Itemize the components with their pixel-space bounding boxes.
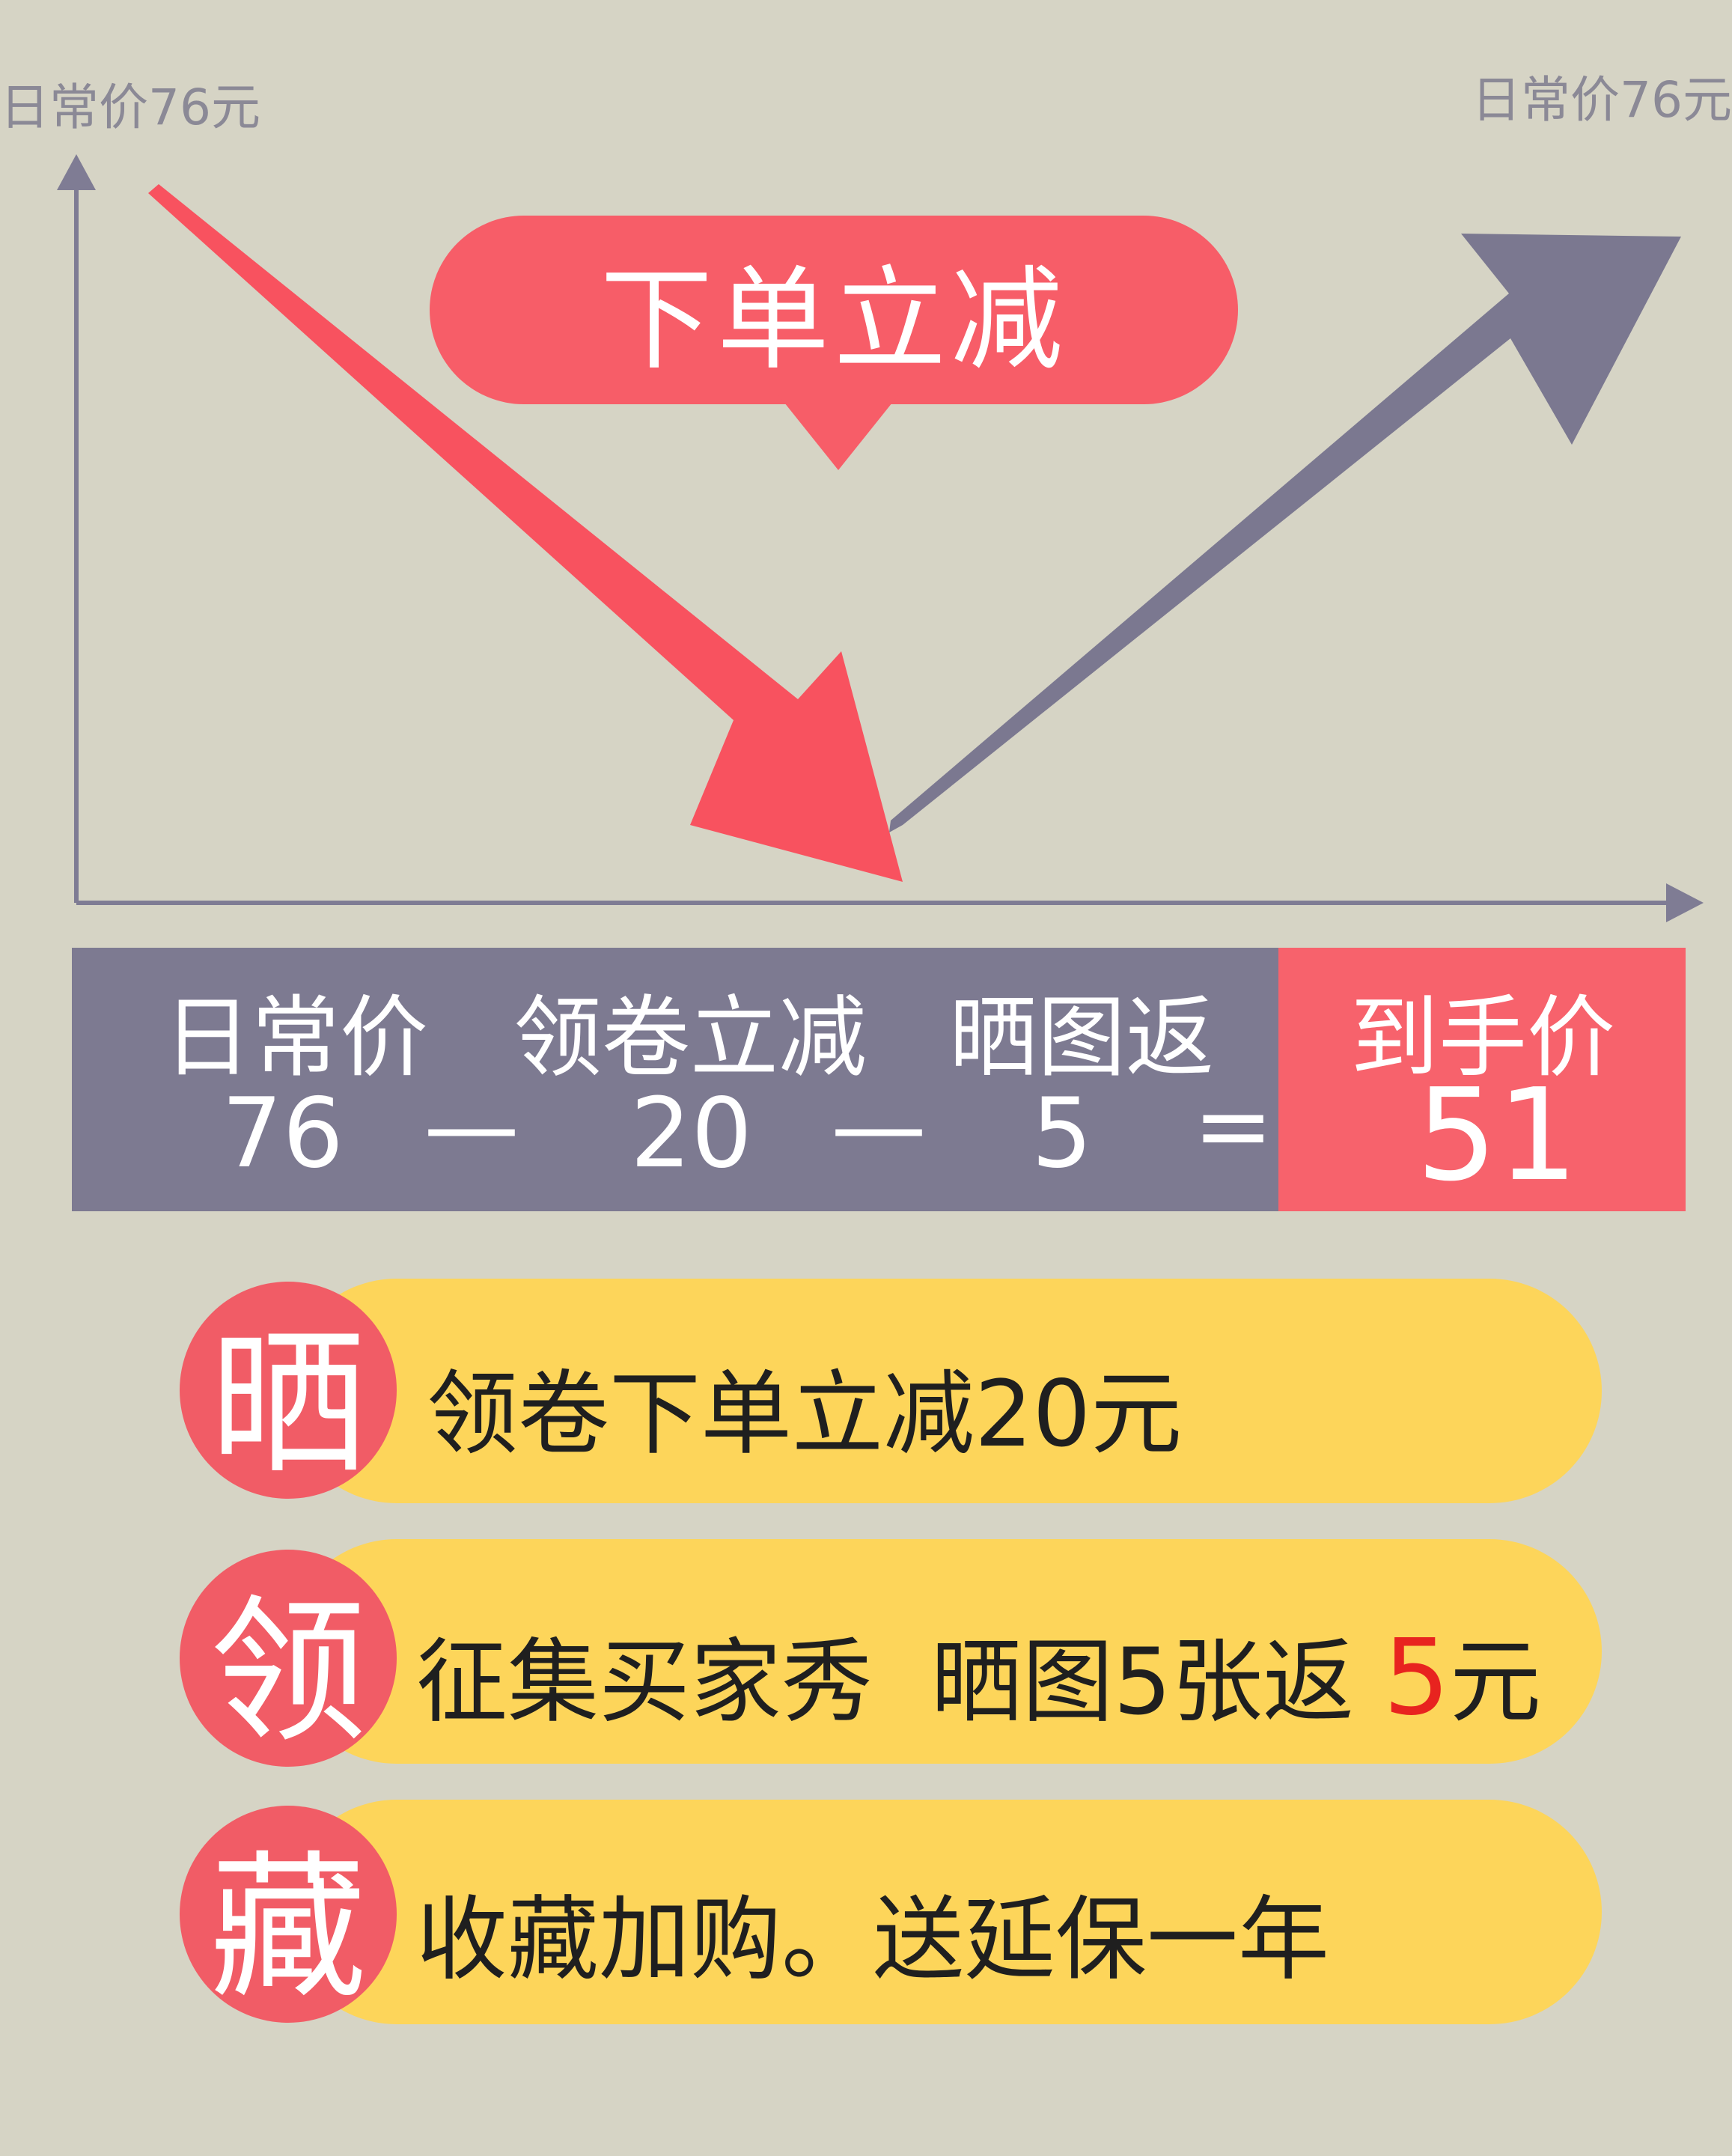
perk-text-1: 领卷下单立减20元 [427, 1361, 1183, 1467]
bubble-text: 下单立减 [600, 255, 1067, 386]
calc-equals: = [1193, 1071, 1274, 1182]
perk-text-3: 收藏加购。送延保一年 [416, 1886, 1329, 1993]
regular-price-label-right: 日常价76元 [1472, 71, 1732, 129]
perk-row-coupon [284, 1279, 1602, 1503]
bubble-tail [778, 395, 898, 470]
price-trend-graphic [57, 154, 1704, 922]
calc-label-regular: 日常价 [163, 986, 429, 1089]
perk-badge-1: 晒 [180, 1282, 397, 1499]
perk-text-2-highlight: 5 [1382, 1617, 1451, 1739]
perk-badge-3: 藏 [180, 1806, 397, 2023]
perk-row-favorite [284, 1800, 1602, 2024]
final-price-box [1278, 948, 1686, 1211]
regular-price-label-left: 日常价76元 [0, 79, 260, 136]
calc-minus-2: — [831, 1071, 927, 1182]
calc-label-coupon: 领卷立减 [513, 986, 867, 1089]
up-arrow [889, 234, 1681, 832]
calc-label-final: 到手价 [1350, 986, 1616, 1089]
x-axis-arrowhead [1666, 883, 1704, 922]
down-arrow [148, 184, 903, 882]
perk-badge-3-char: 藏 [209, 1836, 367, 2020]
calc-value-coupon: 20 [630, 1078, 752, 1190]
calc-minus-1: — [424, 1071, 519, 1182]
perk-badge-2-char: 领 [209, 1580, 367, 1764]
perk-badge-1-char: 晒 [209, 1312, 367, 1496]
perk-text-2: 征集买家秀 晒图5张返 5元 [416, 1608, 1541, 1741]
calc-value-regular: 76 [222, 1078, 344, 1190]
perk-row-photo [284, 1539, 1602, 1764]
calc-label-photo-rebate: 晒图返 [949, 986, 1215, 1089]
instant-discount-bubble: 下单立减 [430, 216, 1238, 404]
calc-value-final: 51 [1416, 1062, 1579, 1210]
perk-badge-2: 领 [180, 1550, 397, 1767]
y-axis-arrowhead [57, 154, 96, 190]
calc-value-photo-rebate: 5 [1031, 1078, 1093, 1190]
perk-text-2-after: 元 [1450, 1629, 1542, 1735]
perk-text-2-before: 征集买家秀 晒图5张返 [416, 1629, 1383, 1735]
